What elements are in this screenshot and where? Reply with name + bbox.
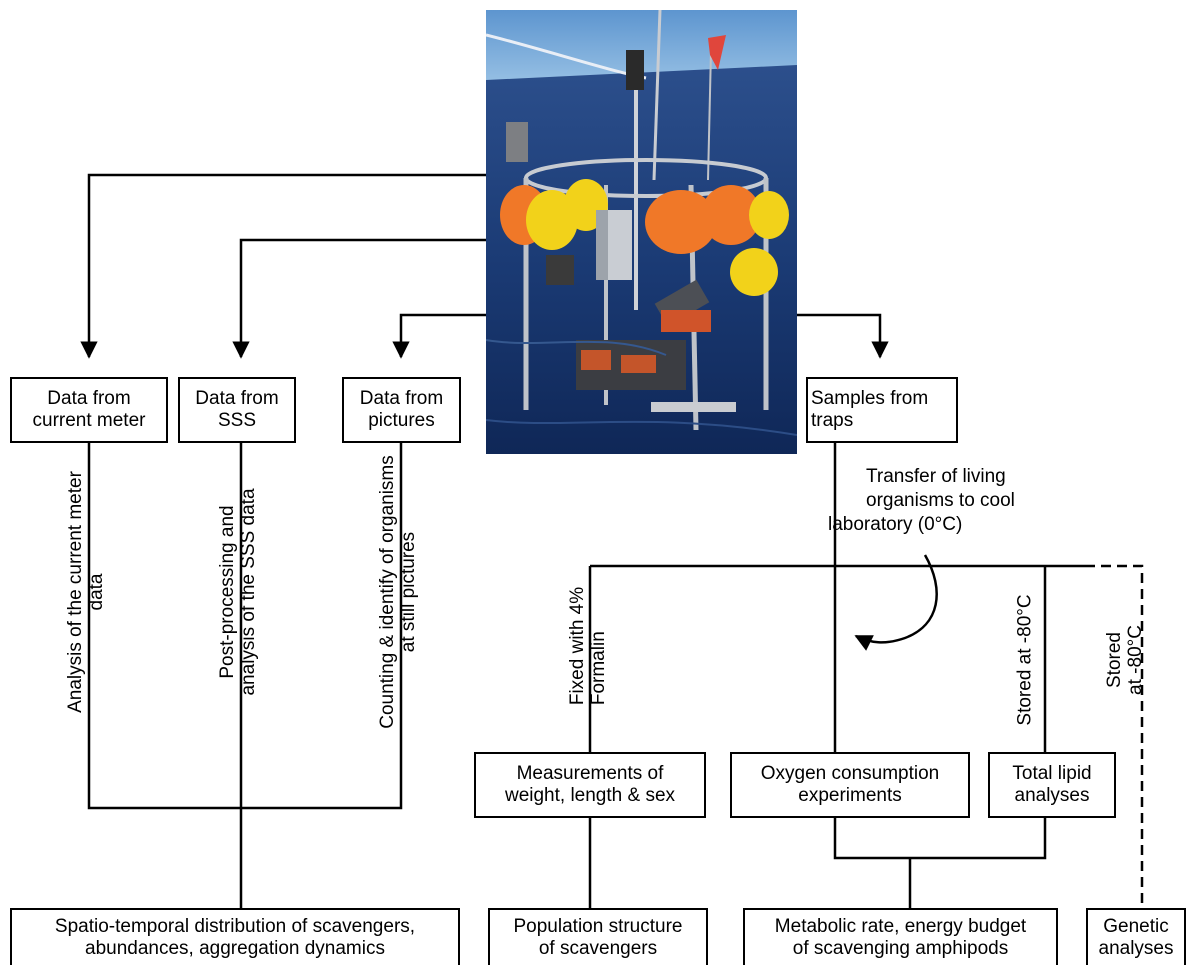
box-data-from-sss: Data from SSS: [178, 377, 296, 443]
curved-transfer-arrow: [854, 554, 938, 651]
arrow-to-current-meter: [80, 173, 486, 359]
box-data-from-current-meter: Data from current meter: [10, 377, 168, 443]
box-metabolic-rate: Metabolic rate, energy budget of scaveng…: [743, 908, 1058, 965]
box-genetic-analyses: Genetic analyses: [1086, 908, 1186, 965]
box-measurements: Measurements of weight, length & sex: [474, 752, 706, 818]
arrow-to-sss: [232, 238, 486, 359]
transfer-note-line3: laboratory (0°C): [828, 514, 963, 535]
label-stored-80-genetic: Stored at -80°C: [1104, 625, 1146, 695]
transfer-note: Transfer of living organisms to cool lab…: [828, 465, 1068, 537]
transfer-note-line2: organisms to cool: [866, 490, 1015, 511]
line-current-meter-processing: [87, 442, 403, 810]
label-post-processing-sss: Post-processing and analysis of the SSS …: [217, 488, 259, 696]
box-total-lipid: Total lipid analyses: [988, 752, 1116, 818]
lander-instrument-photo-icon: [486, 10, 797, 454]
label-analysis-current-meter: Analysis of the current meter data: [65, 471, 107, 713]
box-samples-from-traps: Samples from traps: [806, 377, 958, 443]
label-counting-organisms: Counting & identify of organisms at stil…: [377, 455, 419, 729]
box-data-from-pictures: Data from pictures: [342, 377, 461, 443]
dashed-line-genetic: [1085, 564, 1144, 908]
label-fixed-formalin: Fixed with 4% Formalin: [567, 586, 609, 706]
box-oxygen-consumption: Oxygen consumption experiments: [730, 752, 970, 818]
lander-photo: [486, 10, 797, 454]
label-stored-80-lipid: Stored at -80°C: [1014, 594, 1036, 726]
arrow-to-traps: [797, 313, 889, 359]
box-population-structure: Population structure of scavengers: [488, 908, 708, 965]
transfer-note-line1: Transfer of living: [866, 466, 1006, 487]
arrow-to-pictures: [392, 313, 486, 359]
line-merge-oxygen-lipid: [833, 818, 1047, 860]
box-spatio-temporal-distribution: Spatio-temporal distribution of scavenge…: [10, 908, 460, 965]
